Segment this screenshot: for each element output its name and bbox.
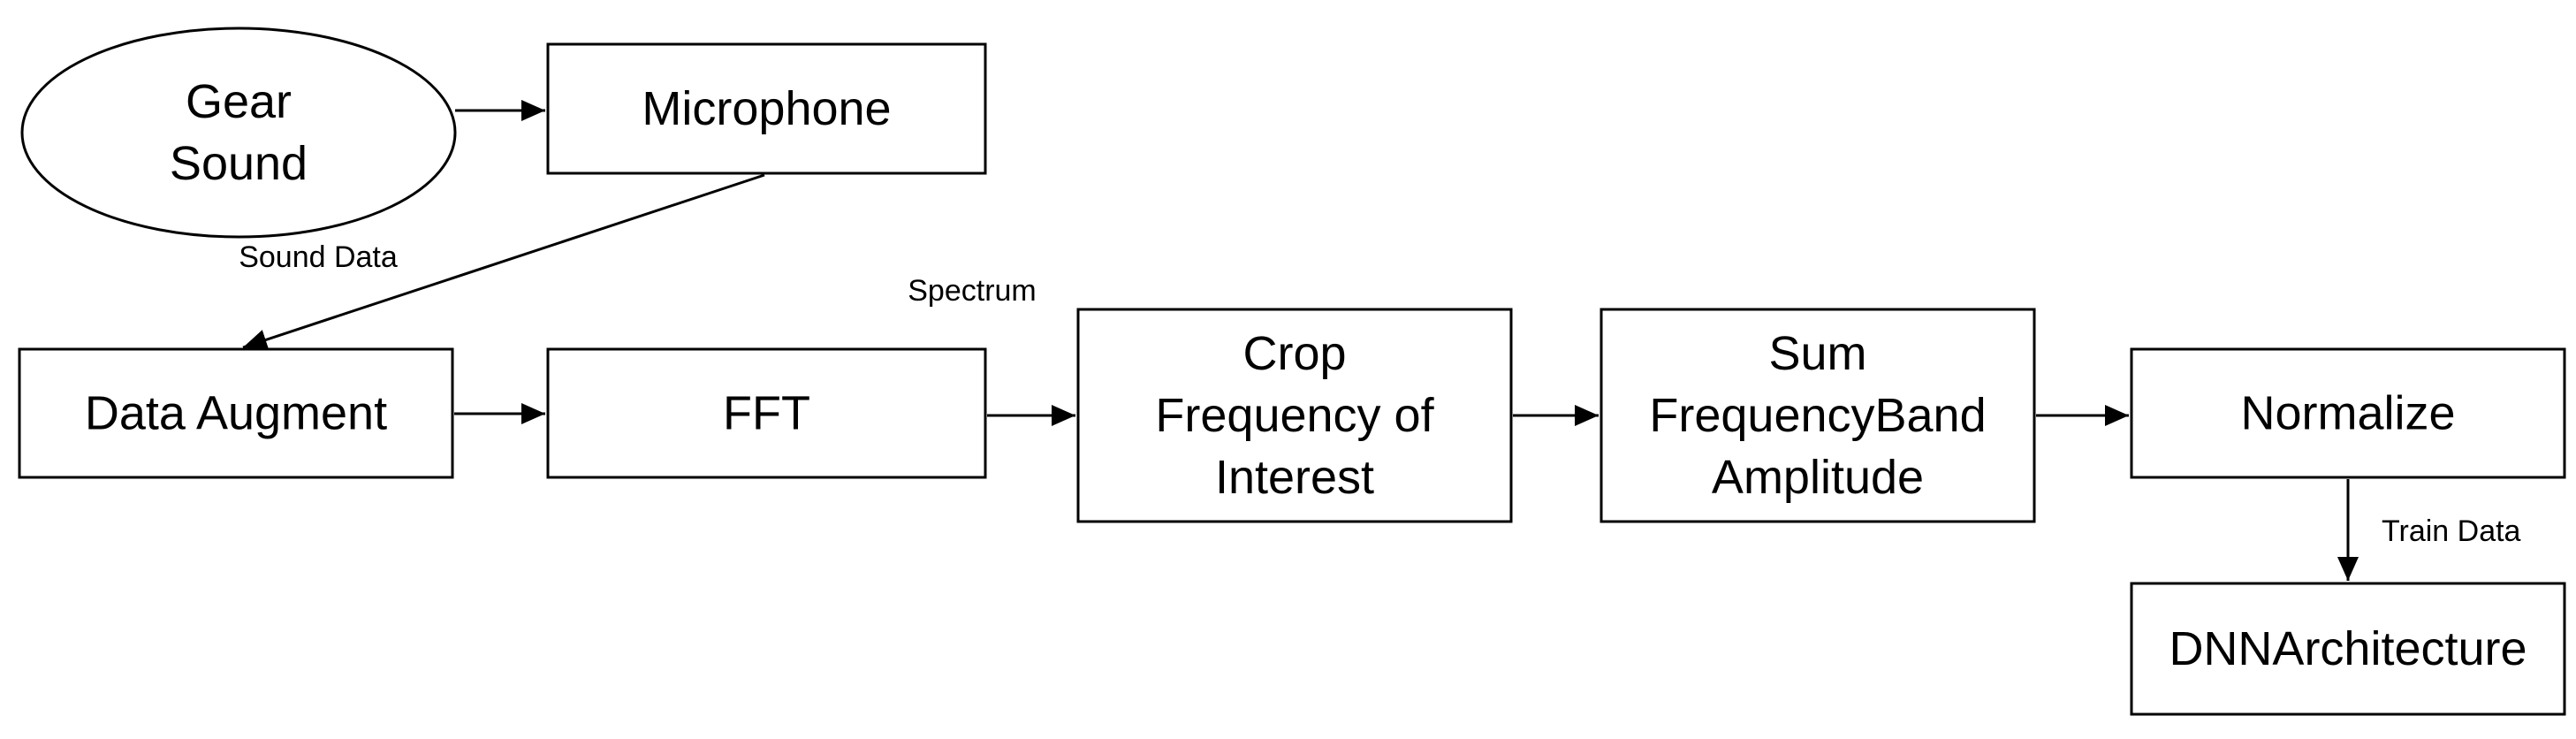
- node-label-line: Frequency of: [1155, 389, 1434, 442]
- node-shape-box: [2130, 582, 2566, 716]
- node-shape-box: [546, 347, 987, 479]
- node-label-line: Sum: [1768, 327, 1866, 380]
- node-label-line: Interest: [1215, 451, 1374, 504]
- node-data-augment: Data Augment: [18, 347, 454, 479]
- edge-label-train-data: Train Data: [2382, 514, 2521, 548]
- node-dnn: DNNArchitecture: [2130, 582, 2566, 716]
- arrow-microphone-to-data-augment: [242, 173, 765, 350]
- node-microphone: Microphone: [546, 42, 987, 175]
- node-normalize: Normalize: [2130, 347, 2566, 479]
- node-shape-box: [1600, 308, 2036, 523]
- node-label-line: Gear: [186, 75, 292, 128]
- node-label-line: Amplitude: [1712, 451, 1924, 504]
- edge-label-spectrum: Spectrum: [908, 274, 1037, 308]
- node-label-line: Sound: [170, 137, 308, 190]
- node-shape-ellipse: [20, 27, 457, 239]
- node-label-line: FFT: [723, 387, 810, 440]
- node-label-line: FrequencyBand: [1649, 389, 1986, 442]
- node-label-line: Data Augment: [85, 387, 387, 440]
- node-shape-box: [2130, 347, 2566, 479]
- node-label-line: Normalize: [2240, 387, 2455, 440]
- edge-label-sound-data: Sound Data: [239, 240, 398, 274]
- node-label-line: Crop: [1242, 327, 1346, 380]
- node-label-line: DNNArchitecture: [2169, 622, 2527, 675]
- node-label-line: Microphone: [642, 82, 891, 135]
- node-shape-box: [18, 347, 454, 479]
- node-shape-box: [1076, 308, 1513, 523]
- node-shape-box: [546, 42, 987, 175]
- edges-layer: [242, 100, 2359, 581]
- node-fft: FFT: [546, 347, 987, 479]
